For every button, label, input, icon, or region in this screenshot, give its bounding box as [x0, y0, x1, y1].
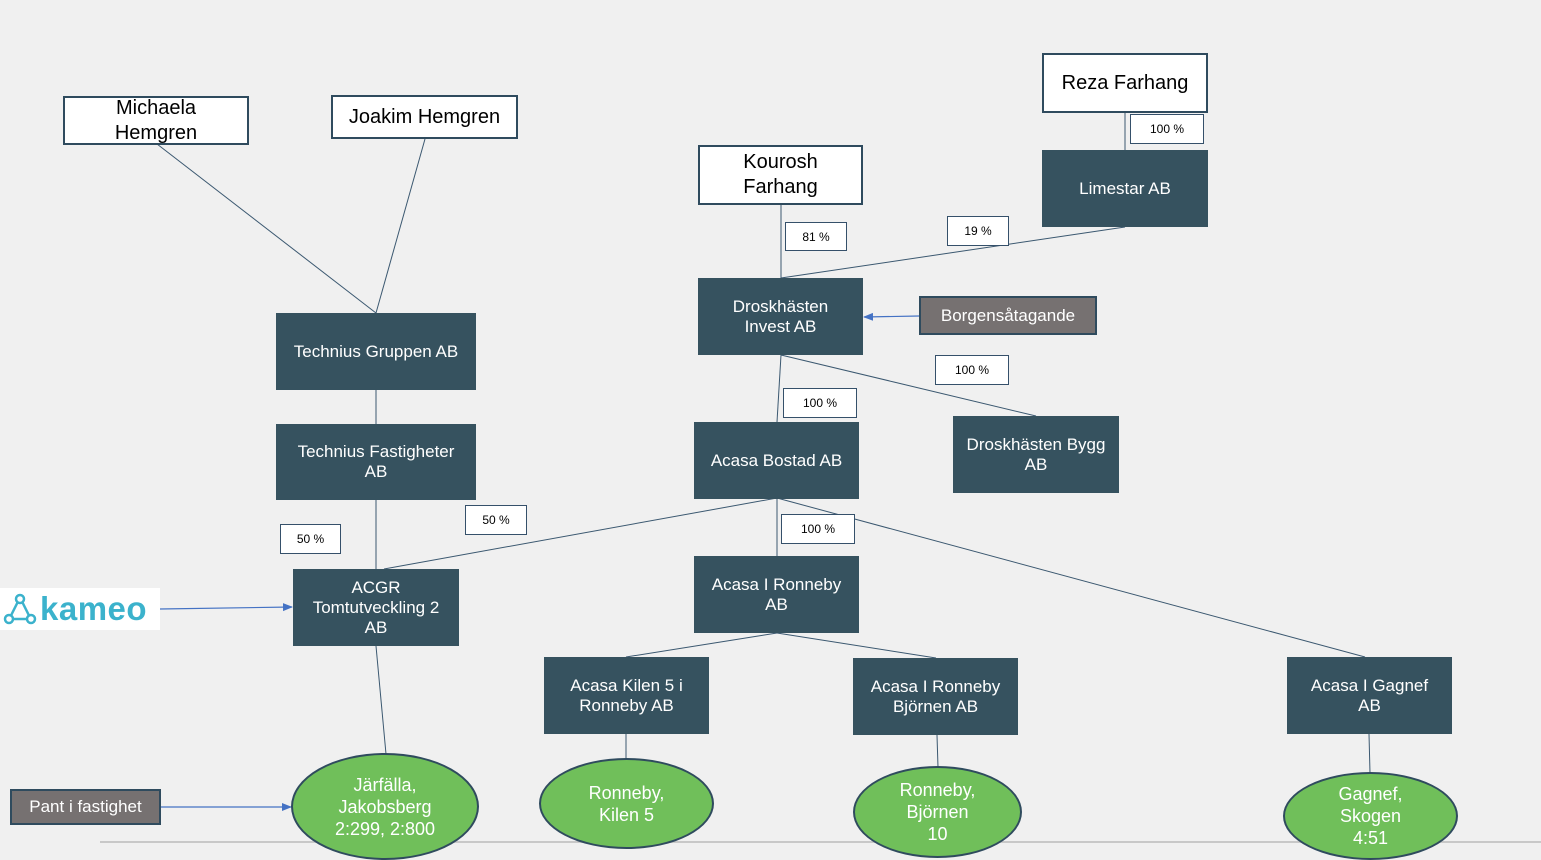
pct-reza-limestar: 100 %: [1130, 114, 1204, 144]
company-droskhasten-invest: Droskhästen Invest AB: [698, 278, 863, 355]
kameo-logo: kameo: [0, 588, 160, 630]
kameo-logo-text: kameo: [40, 590, 148, 627]
company-acasa-kilen: Acasa Kilen 5 i Ronneby AB: [544, 657, 709, 734]
line-gagnef-property: [1368, 733, 1371, 774]
property-ronneby-kilen: Ronneby, Kilen 5: [539, 758, 714, 849]
line-limestar-droskhasten: [780, 226, 1126, 279]
pct-acasa-acgr: 50 %: [465, 505, 527, 535]
line-bjornen-property: [936, 734, 939, 768]
company-acasa-gagnef: Acasa I Gagnef AB: [1287, 657, 1452, 734]
pct-droskhasten-acasa: 100 %: [783, 388, 857, 418]
tag-pant-i-fastighet: Pant i fastighet: [10, 789, 161, 825]
line-droskhasten-acasa: [776, 354, 782, 423]
company-acasa-ronneby: Acasa I Ronneby AB: [694, 556, 859, 633]
company-technius-gruppen: Technius Gruppen AB: [276, 313, 476, 390]
company-acgr-tomtutveckling: ACGR Tomtutveckling 2 AB: [293, 569, 459, 646]
pct-kourosh-droskhasten: 81 %: [785, 222, 847, 251]
line-joakim-technius: [375, 138, 426, 314]
company-acasa-bostad: Acasa Bostad AB: [694, 422, 859, 499]
person-michaela-hemgren: Michaela Hemgren: [63, 96, 249, 145]
person-reza-farhang: Reza Farhang: [1042, 53, 1208, 113]
property-jarfalla-jakobsberg: Järfälla, Jakobsberg 2:299, 2:800: [291, 753, 479, 860]
pct-acasa-ronneby: 100 %: [781, 514, 855, 544]
line-ronneby-bjornen: [776, 632, 937, 659]
pct-limestar-droskhasten: 19 %: [947, 216, 1009, 246]
person-joakim-hemgren: Joakim Hemgren: [331, 95, 518, 139]
line-ronneby-kilen: [625, 632, 778, 658]
tag-borgensatagande: Borgensåtagande: [919, 296, 1097, 335]
company-limestar: Limestar AB: [1042, 150, 1208, 227]
baseline-divider: [100, 841, 1541, 843]
property-gagnef-skogen: Gagnef, Skogen 4:51: [1283, 772, 1458, 860]
line-michaela-technius: [156, 143, 377, 314]
line-acasa-acgr: [383, 497, 778, 570]
company-technius-fastigheter: Technius Fastigheter AB: [276, 424, 476, 500]
line-acgr-jarfalla: [375, 645, 387, 755]
company-droskhasten-bygg: Droskhästen Bygg AB: [953, 416, 1119, 493]
arrow-kameo-acgr: [159, 603, 293, 612]
line-droskhasten-bygg: [780, 354, 1037, 417]
person-kourosh-farhang: Kourosh Farhang: [698, 145, 863, 205]
kameo-triangle-icon: [0, 588, 40, 630]
pct-droskhasten-bygg: 100 %: [935, 355, 1009, 385]
property-ronneby-bjornen: Ronneby, Björnen 10: [853, 766, 1022, 858]
arrow-borgen-droskhasten: [863, 312, 920, 321]
company-acasa-bjornen: Acasa I Ronneby Björnen AB: [853, 658, 1018, 735]
line-acasa-gagnef: [776, 497, 1366, 658]
pct-technius-acgr: 50 %: [280, 524, 341, 554]
